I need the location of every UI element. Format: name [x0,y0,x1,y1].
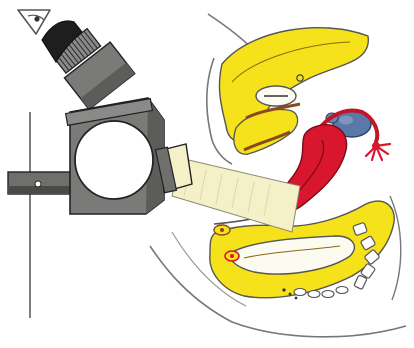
anal-sphincter-dot-lower [230,254,234,258]
ovary-highlight [339,116,353,125]
arm-knob [35,181,41,187]
anal-sphincter-dot-upper [220,228,224,232]
objective-lens [75,121,153,199]
